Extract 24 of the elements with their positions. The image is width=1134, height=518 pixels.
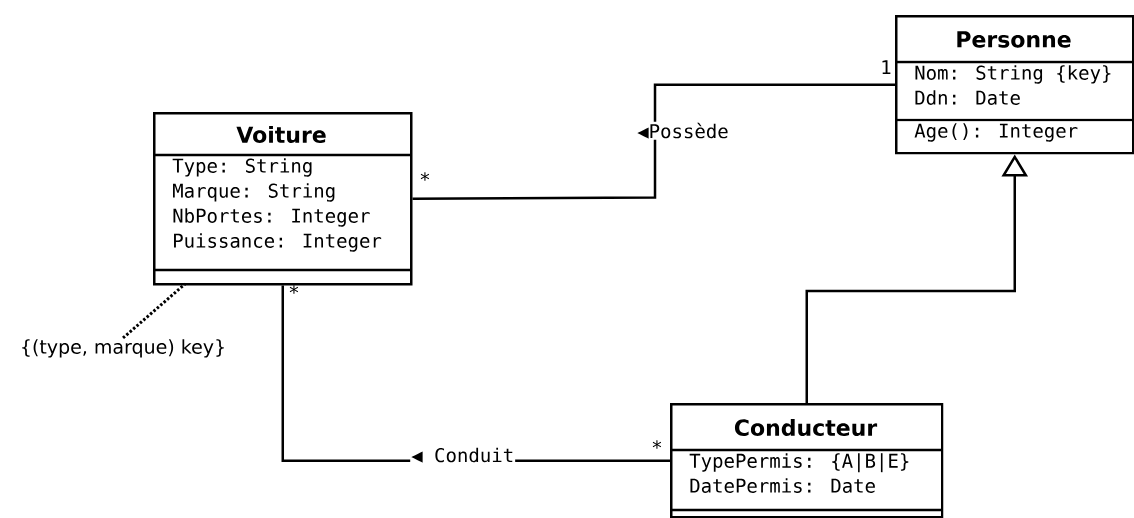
attribute: Nom: String {key} (915, 65, 1111, 84)
attribute: TypePermis: {A|B|E} (689, 453, 909, 473)
class-box (670, 403, 944, 518)
edge-label: ◀Possède (637, 122, 728, 139)
multiplicity: * (289, 285, 299, 294)
class-box (153, 112, 413, 286)
constraint-note: {(type, marque) key} (22, 339, 224, 358)
attribute: Marque: String (173, 183, 335, 202)
edge-label: ◀ Conduit (411, 447, 513, 463)
class-name: Voiture (236, 125, 326, 143)
association-line (412, 83, 895, 200)
operation: Age(): Integer (914, 123, 1078, 142)
attribute: Ddn: Date (915, 90, 1020, 105)
class-name: Personne (957, 31, 1071, 48)
class-name: Conducteur (734, 418, 878, 436)
multiplicity: * (652, 440, 662, 449)
attribute: DatePermis: Date (690, 478, 875, 493)
attribute: Type: String (172, 158, 312, 177)
leader-line (122, 282, 186, 340)
attribute: Puissance: Integer (174, 233, 382, 252)
multiplicity: 1 (882, 60, 891, 75)
attribute: NbPortes: Integer (173, 208, 370, 227)
class-box (895, 15, 1134, 155)
multiplicity: * (420, 172, 430, 181)
